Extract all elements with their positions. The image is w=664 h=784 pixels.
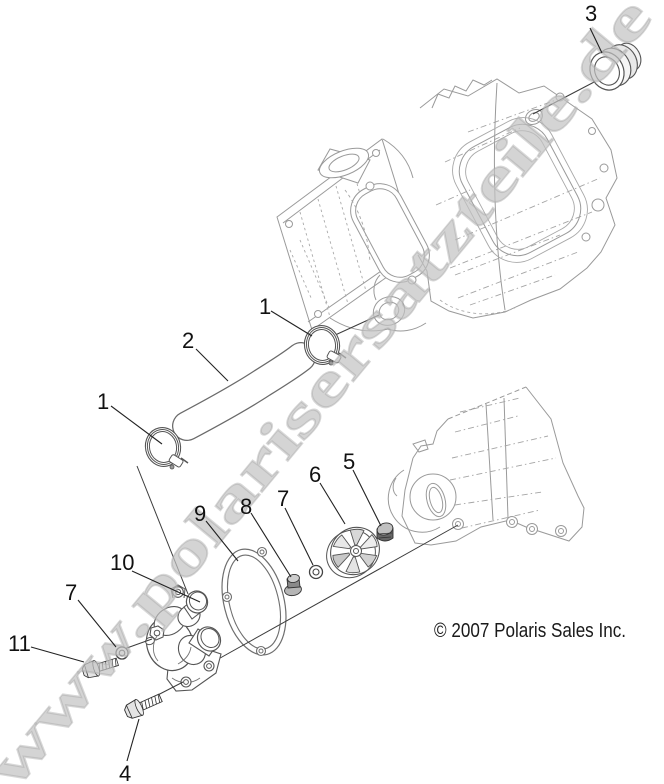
- svg-text:© 2007 Polaris Sales Inc.: © 2007 Polaris Sales Inc.: [434, 620, 626, 642]
- svg-text:8: 8: [240, 494, 252, 519]
- svg-text:11: 11: [8, 631, 31, 656]
- svg-text:1: 1: [97, 389, 109, 414]
- svg-text:3: 3: [585, 1, 597, 26]
- svg-text:7: 7: [65, 580, 77, 605]
- svg-text:7: 7: [277, 486, 289, 511]
- svg-text:4: 4: [119, 761, 131, 784]
- svg-text:6: 6: [309, 462, 321, 487]
- svg-text:1: 1: [259, 294, 271, 319]
- svg-text:5: 5: [343, 449, 355, 474]
- svg-text:10: 10: [110, 550, 134, 575]
- svg-text:2: 2: [182, 328, 194, 353]
- svg-text:9: 9: [194, 501, 206, 526]
